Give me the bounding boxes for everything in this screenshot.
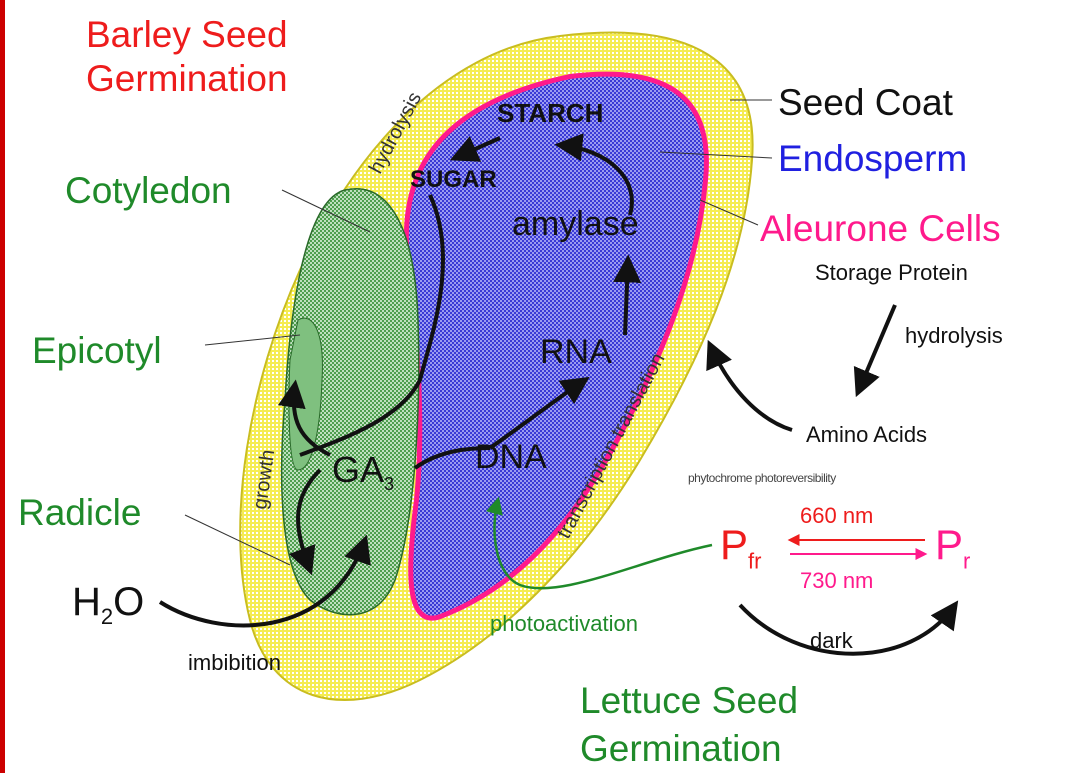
sugar-label: SUGAR [410, 168, 497, 192]
lettuce-title-line2: Germination [580, 730, 782, 767]
endosperm-label: Endosperm [778, 140, 967, 177]
lettuce-title-line1: Lettuce Seed [580, 682, 798, 719]
dna-label: DNA [475, 440, 547, 474]
starch-label: STARCH [497, 100, 603, 126]
hydrolysis-label: hydrolysis [905, 325, 1003, 347]
aleurone-label: Aleurone Cells [760, 210, 1001, 247]
seed-coat-label: Seed Coat [778, 84, 953, 121]
radicle-label: Radicle [18, 494, 141, 531]
arrow-storage-hydrolysis [858, 305, 895, 392]
730nm-label: 730 nm [800, 570, 873, 592]
pfr-label: Pfr [720, 524, 761, 572]
imbibition-label: imbibition [188, 652, 281, 674]
barley-title-line1: Barley Seed [86, 16, 288, 53]
pr-label: Pr [935, 524, 970, 572]
rna-label: RNA [540, 335, 612, 369]
dark-label: dark [810, 630, 853, 652]
photoactivation-label: photoactivation [490, 613, 638, 635]
ga3-label: GA3 [332, 452, 394, 493]
storage-protein-label: Storage Protein [815, 262, 968, 284]
barley-title-line2: Germination [86, 60, 288, 97]
epicotyl-label: Epicotyl [32, 332, 162, 369]
amylase-label: amylase [512, 207, 639, 241]
phytochrome-label: phytochrome photoreversibility [688, 472, 836, 484]
amino-acids-label: Amino Acids [806, 424, 927, 446]
h2o-label: H2O [72, 582, 144, 628]
660nm-label: 660 nm [800, 505, 873, 527]
arrow-amino-to-seed [710, 345, 792, 430]
cotyledon-label: Cotyledon [65, 172, 232, 209]
